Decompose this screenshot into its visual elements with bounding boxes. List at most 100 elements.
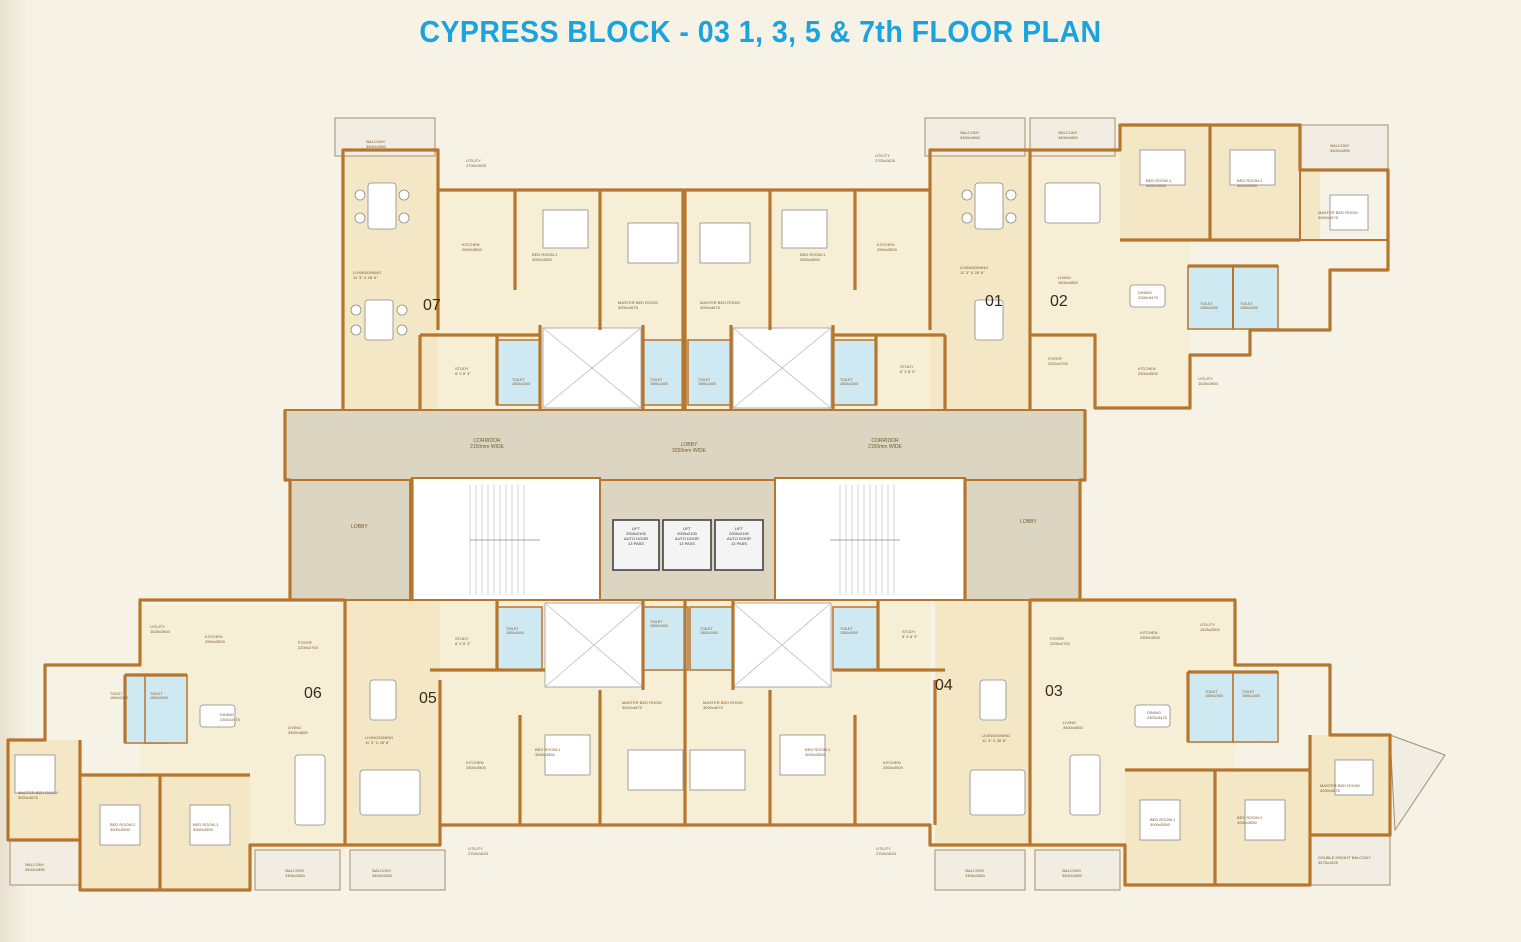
- stair-treads-right: [830, 485, 900, 595]
- unit-number-07: 07: [423, 297, 441, 314]
- toilet-block: [496, 606, 543, 671]
- balcony: [1309, 834, 1391, 886]
- toilet-block: [832, 606, 879, 671]
- lift-2: [662, 519, 712, 571]
- balcony: [1034, 849, 1121, 891]
- balconies: [9, 117, 1446, 891]
- toilet-block: [642, 606, 689, 671]
- unit-number-01: 01: [985, 293, 1003, 310]
- unit-number-05: 05: [419, 690, 437, 707]
- balcony: [1299, 124, 1389, 171]
- stair-treads-left: [469, 485, 540, 595]
- balcony: [1389, 734, 1446, 832]
- lift-1: [612, 519, 660, 571]
- shafts: [542, 327, 832, 688]
- balcony: [349, 849, 446, 891]
- unit-number-03: 03: [1045, 683, 1063, 700]
- toilet-block: [144, 674, 188, 744]
- page-title: CYPRESS BLOCK - 03 1, 3, 5 & 7th FLOOR P…: [419, 14, 1102, 49]
- lobby-right: [964, 479, 1081, 601]
- lobby-left: [289, 479, 411, 601]
- walls: [6, 123, 1392, 892]
- balcony: [254, 849, 341, 891]
- lift-3: [714, 519, 764, 571]
- unit-number-04: 04: [935, 677, 953, 694]
- toilet-block: [689, 606, 734, 671]
- unit-number-06: 06: [304, 685, 322, 702]
- unit-number-02: 02: [1050, 293, 1068, 310]
- toilets: [124, 265, 1279, 744]
- room-label-lobby-left: LOBBY: [351, 524, 368, 530]
- toilet-block: [1232, 671, 1279, 743]
- corridor-band: [284, 409, 1086, 481]
